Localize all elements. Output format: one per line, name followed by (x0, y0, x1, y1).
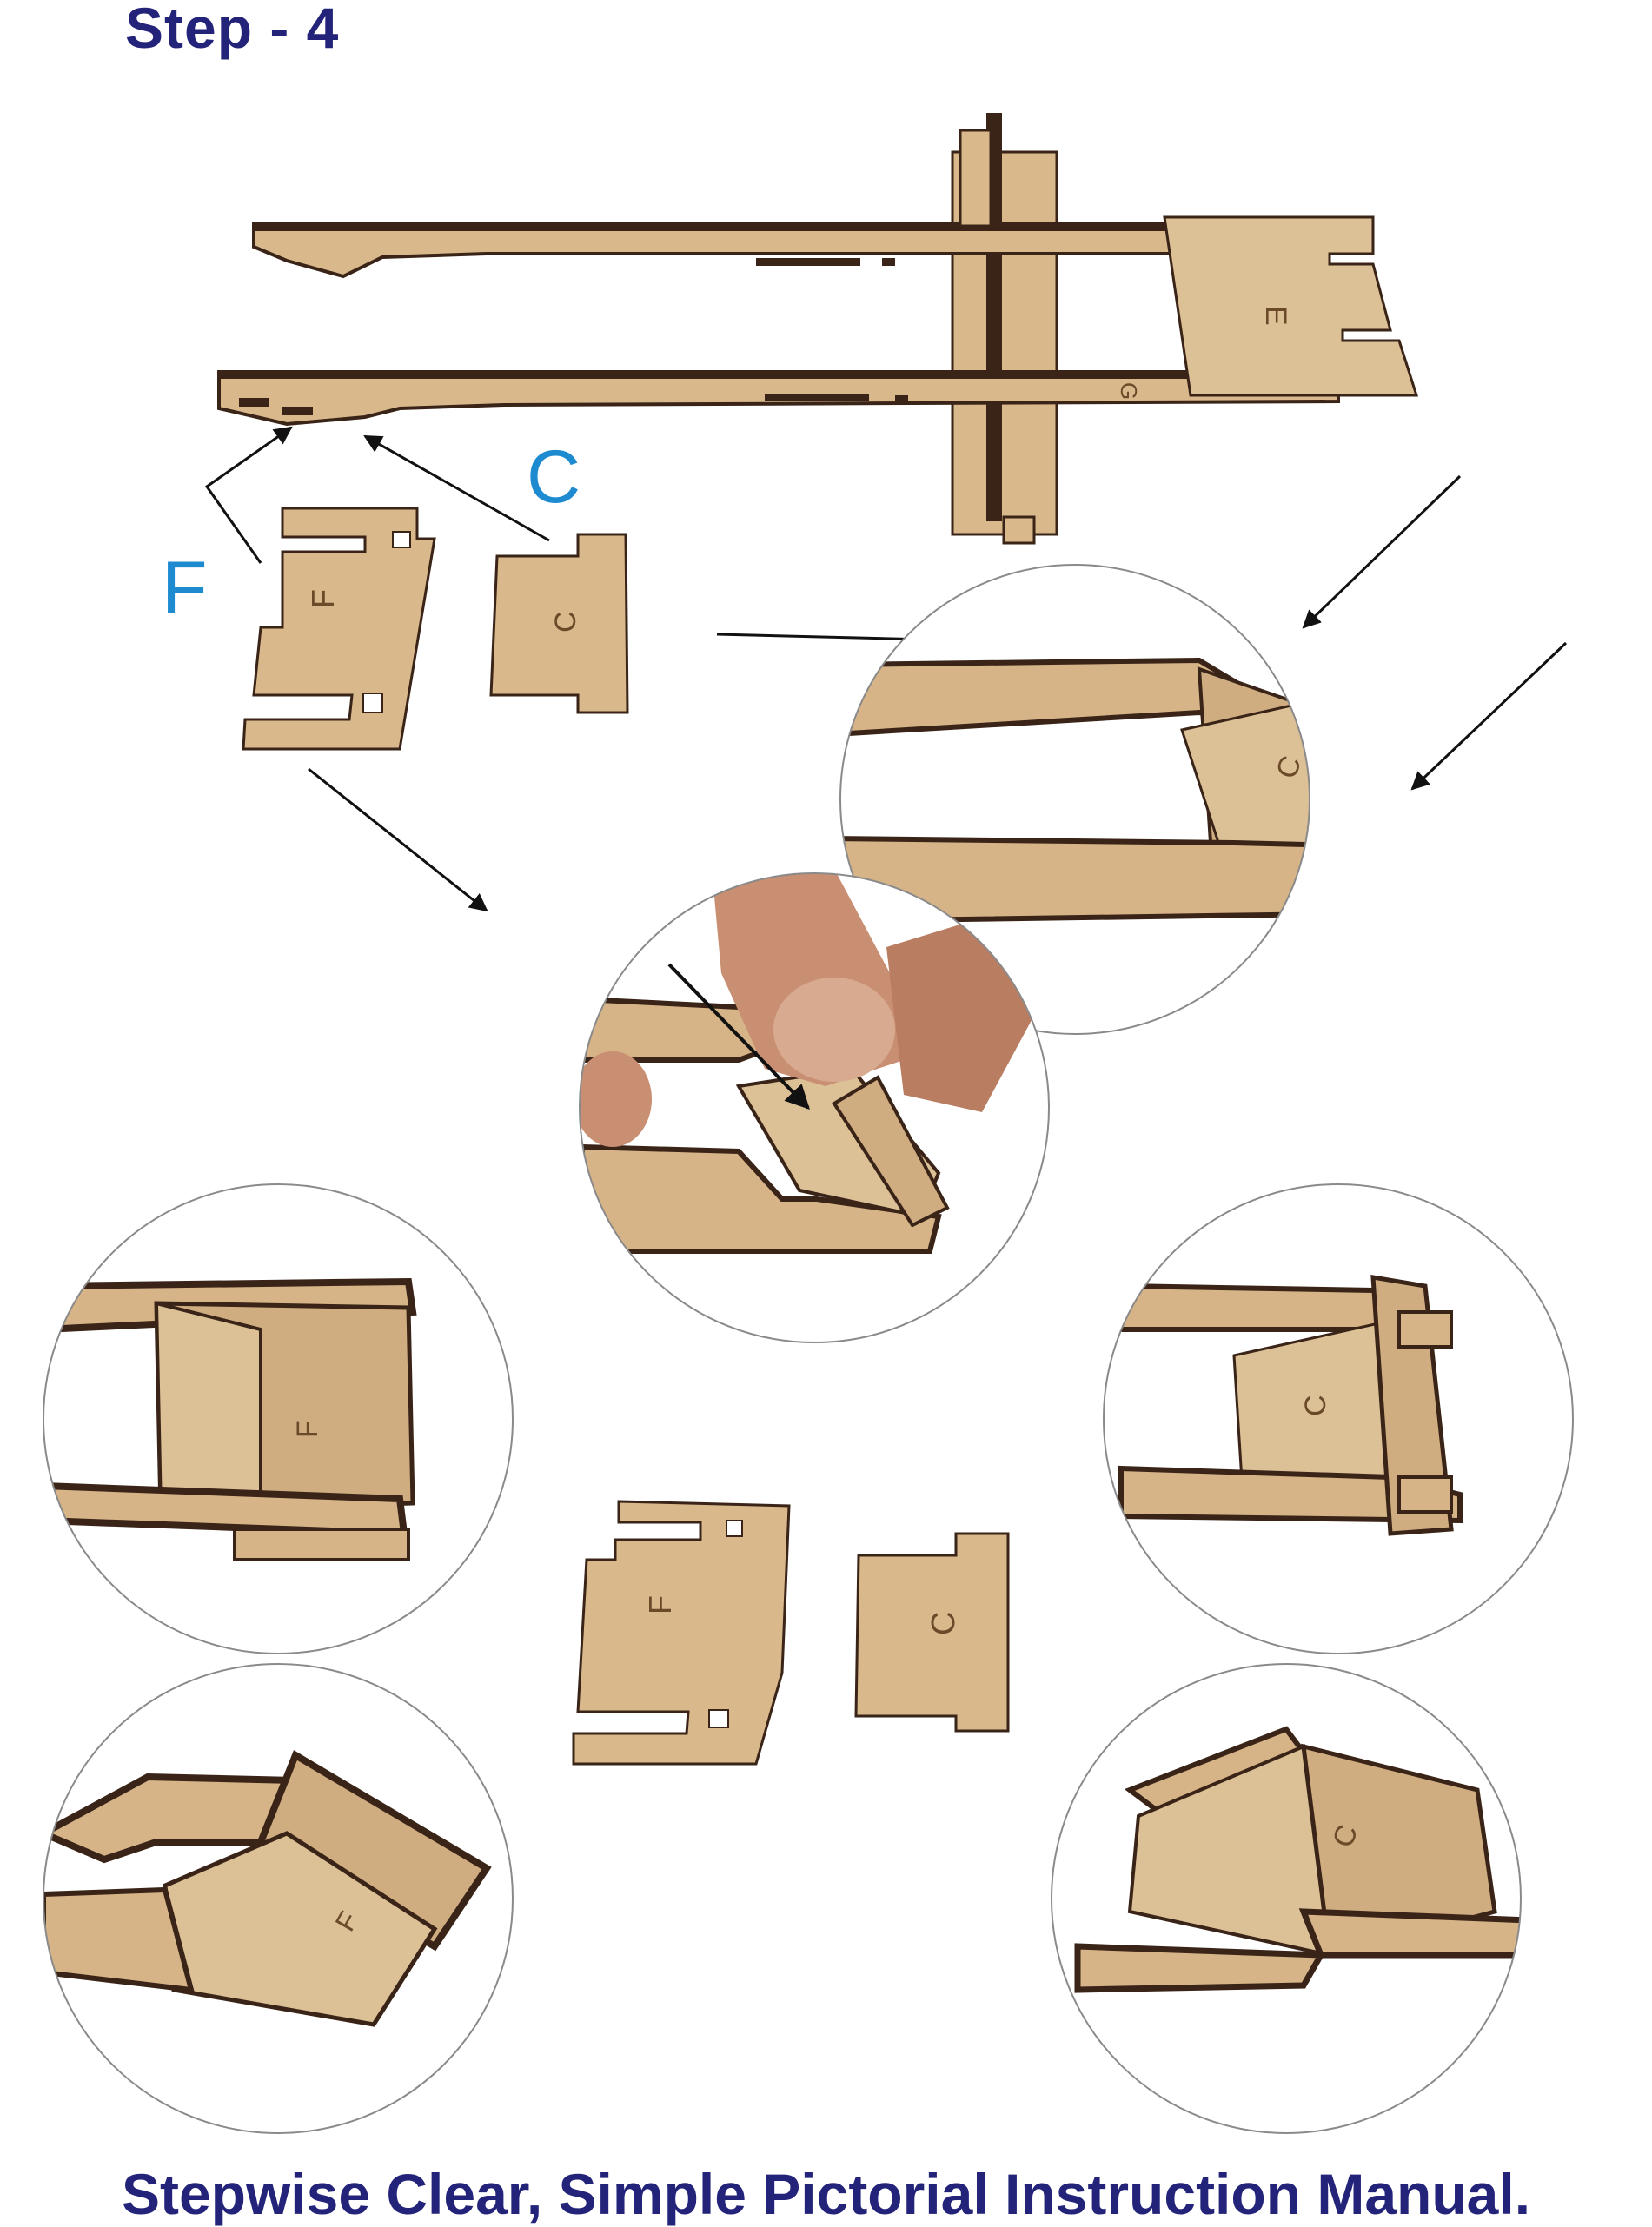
detail-circle-c-angled: C (1051, 1663, 1522, 2134)
footer-caption: Stepwise Clear, Simple Pictorial Instruc… (121, 2162, 1531, 2226)
detail-circle-f-angled: F (43, 1663, 514, 2134)
callout-label-f: F (162, 547, 208, 630)
piece-c-middle-engraving: C (926, 1612, 962, 1635)
engraving-g: G (1116, 382, 1142, 400)
engraving-e: E (1259, 306, 1292, 326)
circle3-engraving: F (291, 1420, 324, 1438)
detail-circle-c-fitting: C (839, 564, 1310, 1035)
detail-circle-hand-press (579, 872, 1050, 1343)
piece-f-top: F (242, 507, 436, 751)
piece-c-engraving: C (549, 611, 582, 633)
piece-f-middle: F (572, 1500, 791, 1766)
detail-circle-c-fitted: C (1103, 1183, 1574, 1654)
circle4-engraving: C (1299, 1395, 1332, 1416)
step-title: Step - 4 (125, 0, 340, 60)
callout-label-c: C (527, 435, 581, 519)
piece-c-top: C (489, 533, 629, 714)
piece-c-middle: C (854, 1532, 1010, 1733)
piece-f-middle-engraving: F (642, 1595, 678, 1614)
pointer-arrows (204, 426, 1568, 912)
detail-circle-f-fitted: F (43, 1183, 514, 1654)
piece-f-engraving: F (305, 589, 341, 608)
assembled-frame: E G (217, 113, 1419, 545)
